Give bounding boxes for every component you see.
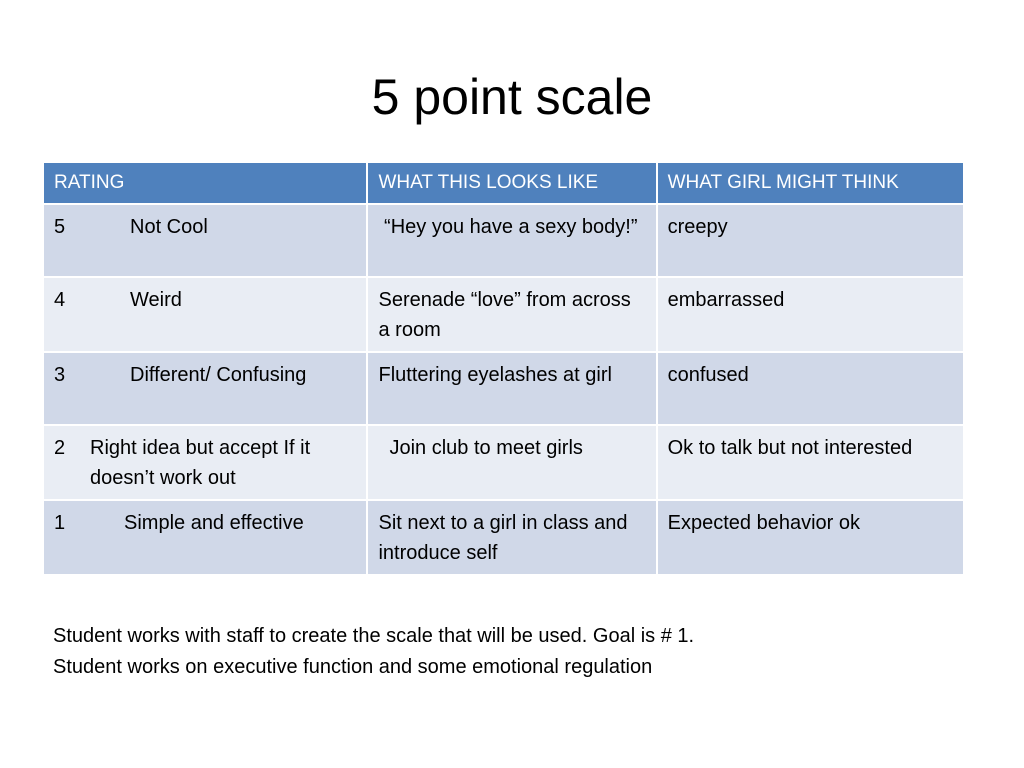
rating-cell: 2 Right idea but accept If it doesn’t wor… <box>41 424 369 501</box>
rating-cell: 4 Weird <box>41 276 369 353</box>
rating-number: 1 <box>54 512 66 534</box>
table-row: 2 Right idea but accept If it doesn’t wor… <box>41 424 966 501</box>
rating-cell: 3 Different/ Confusing <box>41 351 369 426</box>
note-line: Student works with staff to create the s… <box>53 625 695 647</box>
girl-might-think-cell: embarrassed <box>655 276 966 353</box>
girl-might-think-cell: Ok to talk but not interested <box>655 424 966 501</box>
table-row: 3 Different/ Confusing Fluttering eyelash… <box>41 351 966 426</box>
rating-label: Right idea but accept If it doesn’t work… <box>90 437 311 489</box>
rating-number: 2 <box>54 437 66 459</box>
rating-label: Simple and effective <box>124 512 304 534</box>
rating-label: Not Cool <box>130 216 208 238</box>
table-header-row: RATING WHAT THIS LOOKS LIKE WHAT GIRL MI… <box>41 161 966 205</box>
looks-like-cell: Serenade “love” from across a room <box>366 276 658 353</box>
rating-cell: 5 Not Cool <box>41 203 369 278</box>
rating-number: 4 <box>54 289 66 311</box>
looks-like-cell: Fluttering eyelashes at girl <box>366 351 658 426</box>
girl-might-think-cell: creepy <box>655 203 966 278</box>
looks-like-cell: “Hey you have a sexy body!” <box>366 203 658 278</box>
rating-label: Different/ Confusing <box>130 364 307 386</box>
looks-like-cell: Join club to meet girls <box>366 424 658 501</box>
note-line: Student works on executive function and … <box>53 656 653 678</box>
table-row: 1 Simple and effective Sit next to a girl… <box>41 499 966 576</box>
girl-might-think-cell: Expected behavior ok <box>655 499 966 576</box>
rating-label: Weird <box>130 289 182 311</box>
header-what-this-looks-like: WHAT THIS LOOKS LIKE <box>366 161 658 205</box>
looks-like-cell: Sit next to a girl in class and introduc… <box>366 499 658 576</box>
table-row: 5 Not Cool “Hey you have a sexy body!” cr… <box>41 203 966 278</box>
rating-cell: 1 Simple and effective <box>41 499 369 576</box>
girl-might-think-cell: confused <box>655 351 966 426</box>
table-row: 4 Weird Serenade “love” from across a roo… <box>41 276 966 353</box>
header-rating: RATING <box>41 161 369 205</box>
rating-number: 5 <box>54 216 66 238</box>
rating-number: 3 <box>54 364 66 386</box>
header-what-girl-might-think: WHAT GIRL MIGHT THINK <box>655 161 966 205</box>
slide-title: 5 point scale <box>371 69 653 125</box>
scale-table: RATING WHAT THIS LOOKS LIKE WHAT GIRL MI… <box>41 161 966 576</box>
notes-text: Student works with staff to create the s… <box>53 621 983 683</box>
